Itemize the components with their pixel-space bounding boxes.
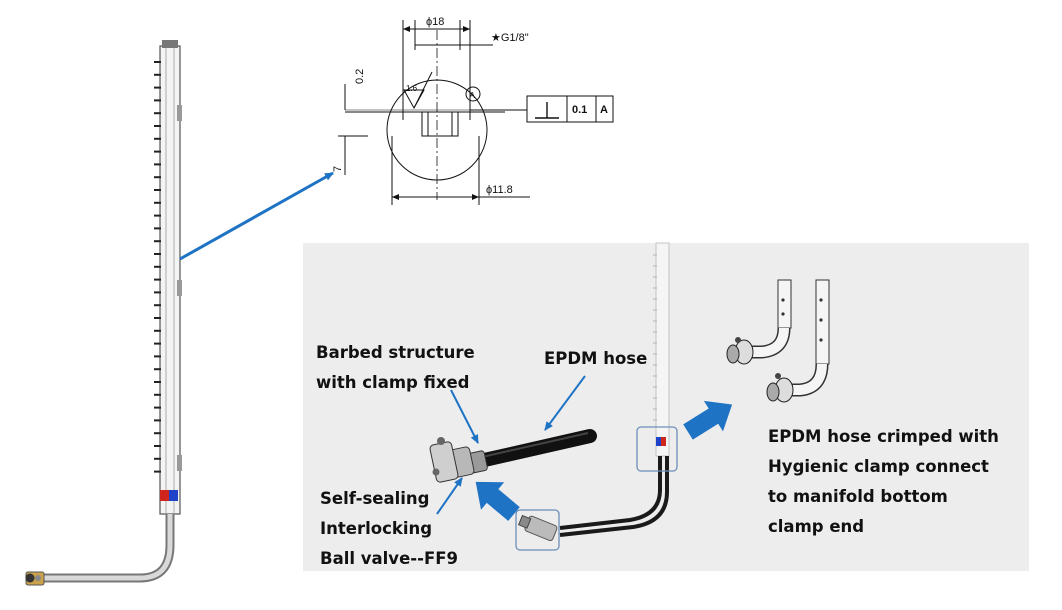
block-arrow-to-clamp — [683, 400, 733, 440]
arrow-to-detail — [179, 171, 334, 261]
arrow-valve — [436, 477, 463, 515]
label-barbed-line-2: with clamp fixed — [316, 373, 470, 392]
clamp-end-illustration — [726, 279, 830, 403]
roughness-value: 1.6 — [406, 84, 418, 93]
block-arrow-to-valve — [475, 481, 520, 521]
tolerance-value: 0.1 — [572, 104, 587, 116]
label-ball-valve: Self-sealing Interlocking Ball valve--FF… — [320, 484, 458, 574]
label-crimped-hose: EPDM hose crimped with Hygienic clamp co… — [768, 422, 999, 542]
label-valve-line-2: Interlocking — [320, 519, 433, 538]
dim-7: 7 — [332, 166, 344, 172]
dim-d18: ϕ18 — [426, 16, 444, 28]
datum-symbol: A — [470, 91, 476, 100]
manifold-red-tag — [160, 490, 169, 501]
dim-d11-8: ϕ11.8 — [486, 184, 513, 196]
highlight-box-valve — [515, 509, 560, 551]
label-epdm-hose: EPDM hose — [544, 349, 648, 368]
tolerance-datum: A — [600, 104, 608, 116]
manifold-valve-end — [25, 571, 45, 586]
arrow-epdm — [544, 375, 586, 431]
label-barbed-structure: Barbed structure with clamp fixed — [316, 338, 475, 398]
highlight-box-tube — [636, 426, 678, 472]
manifold-barbs — [154, 61, 161, 473]
dim-thread: ★G1/8" — [491, 32, 529, 44]
label-barbed-line-1: Barbed structure — [316, 343, 475, 362]
arrow-barbed — [450, 389, 479, 444]
label-valve-line-1: Self-sealing — [320, 489, 430, 508]
dim-0-2: 0.2 — [354, 69, 366, 84]
manifold-blue-tag — [169, 490, 178, 501]
manifold-column — [25, 40, 182, 586]
label-crimped-line-2: Hygienic clamp connect — [768, 457, 989, 476]
label-valve-line-3: Ball valve--FF9 — [320, 549, 458, 568]
detail-drawing — [338, 20, 614, 205]
label-crimped-line-1: EPDM hose crimped with — [768, 427, 999, 446]
label-crimped-line-4: clamp end — [768, 517, 865, 536]
panel-manifold-tube — [518, 242, 670, 542]
label-crimped-line-3: to manifold bottom — [768, 487, 948, 506]
hose-valve-closeup — [429, 429, 597, 483]
